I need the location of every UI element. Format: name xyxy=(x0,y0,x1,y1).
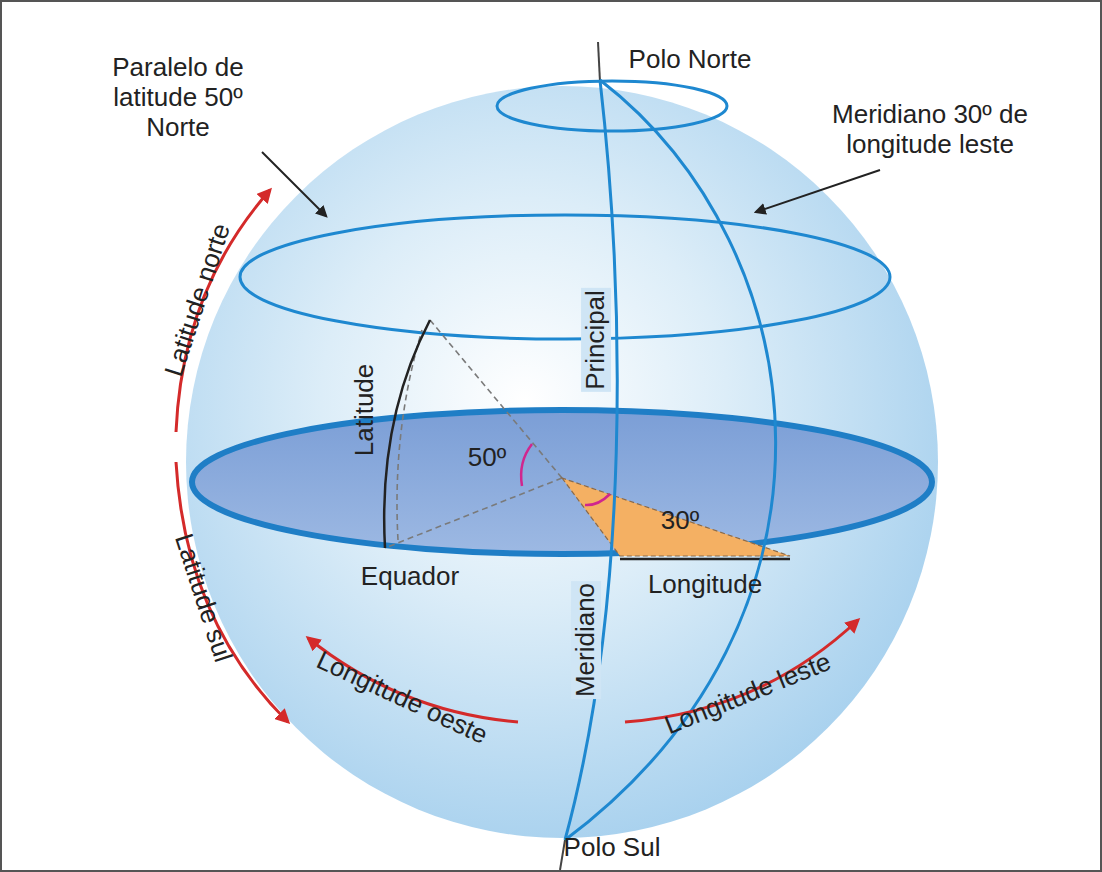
longitude-wedge xyxy=(562,478,790,556)
longitude-arc xyxy=(620,558,790,561)
meridian-label: Meridiano 30º de longitude leste xyxy=(825,100,1035,160)
parallel-50n xyxy=(240,215,890,339)
meridian-label: Meridiano xyxy=(571,581,601,699)
angle-arc xyxy=(585,494,610,505)
equator-label: Equador xyxy=(361,562,459,592)
sphere xyxy=(186,86,938,838)
latitude-arc xyxy=(384,320,430,548)
axis-top xyxy=(598,42,600,82)
leader-arrow xyxy=(262,152,326,216)
radius-lines xyxy=(385,320,562,548)
equator-plane xyxy=(192,410,932,554)
prime-meridian xyxy=(565,80,617,840)
pole-label: Polo Sul xyxy=(564,833,661,863)
angle-label: Latitude xyxy=(350,364,380,457)
angle-label: Longitude xyxy=(648,570,762,600)
parallel-label: Paralelo de latitude 50º Norte xyxy=(91,53,266,143)
leader-arrow xyxy=(756,170,880,212)
inner-arc xyxy=(397,330,422,540)
angle-arc xyxy=(521,444,532,486)
angle-value: 30º xyxy=(661,506,699,536)
meridian-label: Principal xyxy=(581,288,611,392)
angle-value: 50º xyxy=(468,443,506,473)
pole-label: Polo Norte xyxy=(629,45,752,75)
